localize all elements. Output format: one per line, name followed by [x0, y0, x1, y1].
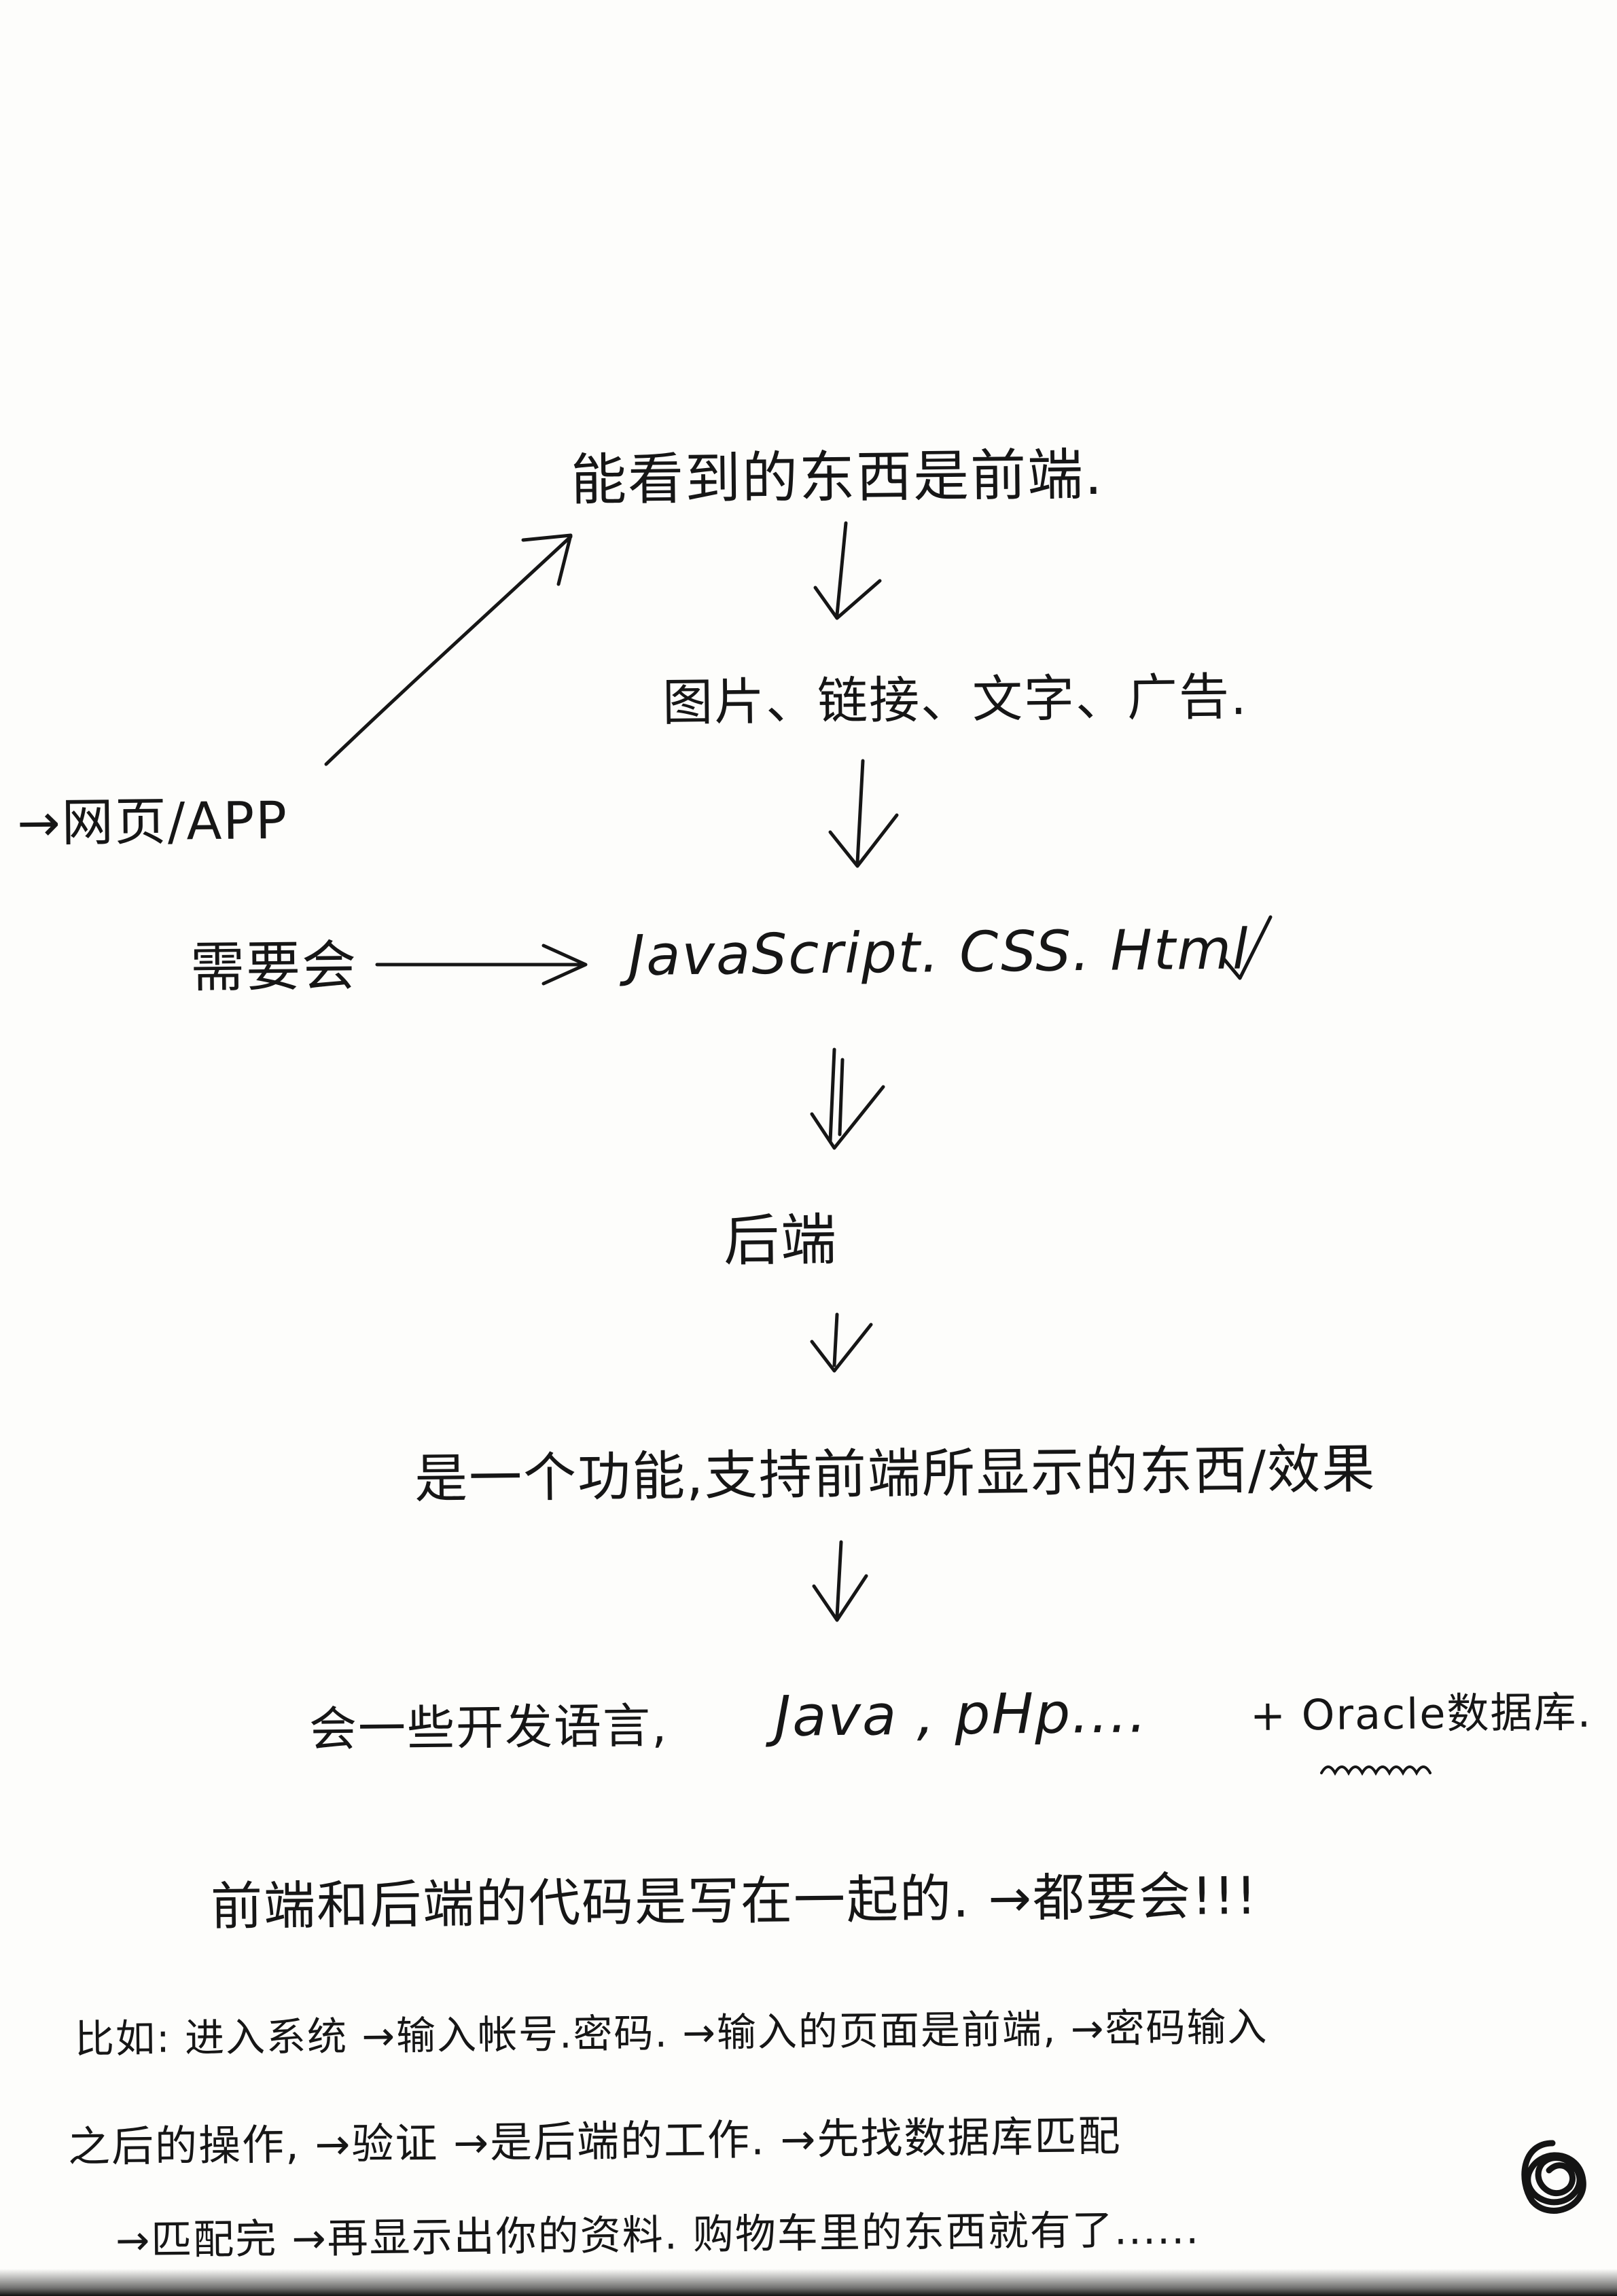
check-mark [1221, 915, 1273, 980]
scan-bottom-edge [0, 2269, 1617, 2296]
down-arrow-3 [828, 1047, 836, 1143]
down-arrow-1 [835, 521, 848, 617]
down-arrow-4 [832, 1312, 839, 1367]
diagonal-arrow [324, 535, 573, 766]
web-app-text: →网页/APP [16, 789, 289, 853]
back-langs-prefix-text: 会一些开发语言, [308, 1698, 669, 1757]
front-visible-text: 能看到的东西是前端. [570, 442, 1104, 513]
front-langs-text: JavaScript. CSS. Html [628, 917, 1250, 988]
back-langs-text: Java , pHp.... [774, 1681, 1148, 1749]
down-arrow-5 [835, 1540, 843, 1619]
example-line-2: 之后的操作, →验证 →是后端的工作. →先找数据库匹配 [67, 2111, 1122, 2172]
need-skills-text: 需要会 [190, 934, 358, 999]
together-text: 前端和后端的代码是写在一起的. →都要会!!! [210, 1865, 1258, 1937]
example-line-3: →匹配完 →再显示出你的资料. 购物车里的东西就有了...... [115, 2206, 1201, 2265]
underline-squiggle [1320, 1765, 1432, 1776]
front-items-text: 图片、链接、文字、广告. [662, 667, 1249, 732]
ink-scribble [1521, 2140, 1586, 2214]
back-end-text: 后端 [723, 1208, 838, 1274]
down-arrow-2 [855, 759, 865, 865]
plus-db-text: + Oracle数据库. [1249, 1687, 1593, 1740]
back-desc-text: 是一个功能,支持前端所显示的东西/效果 [414, 1439, 1376, 1510]
